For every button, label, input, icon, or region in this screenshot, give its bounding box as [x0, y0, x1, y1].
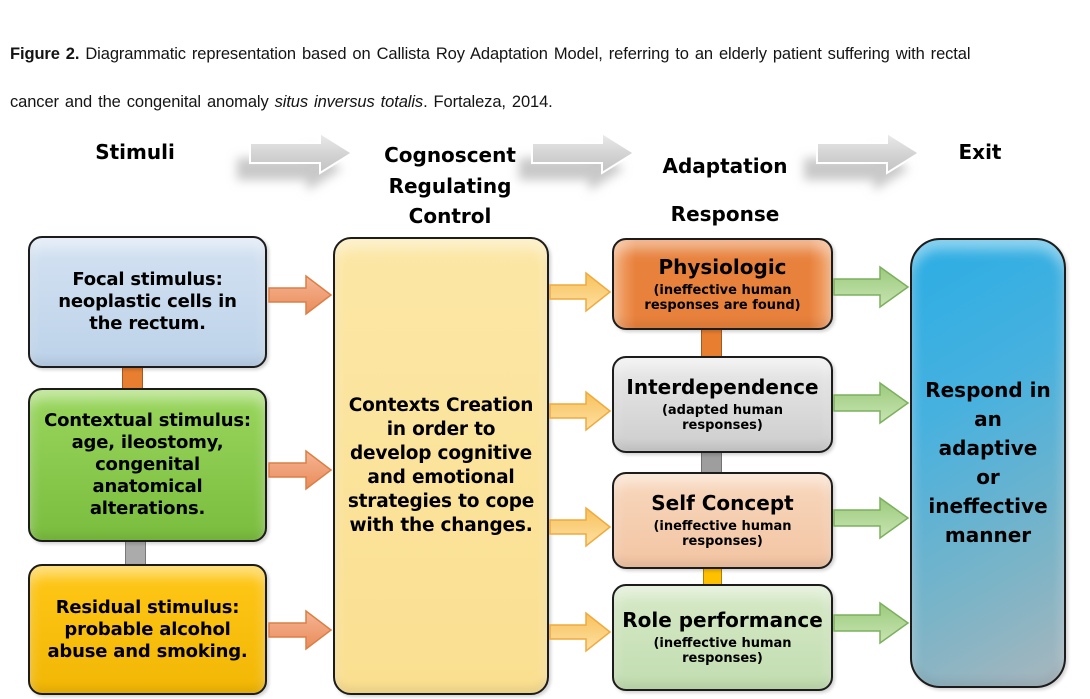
- interdependence-title: Interdependence: [626, 375, 819, 399]
- role-performance-box: Role performance (ineffective human resp…: [612, 584, 833, 691]
- interdependence-subtitle: (adapted human responses): [662, 403, 783, 433]
- role-performance-title: Role performance: [622, 608, 823, 632]
- header-adaptation-response: Adaptation Response: [648, 143, 802, 238]
- interdependence-sub-line1: (adapted human: [661, 403, 784, 418]
- focal-line3: the rectum.: [89, 313, 206, 334]
- figure-caption-text3: . Fortaleza, 2014.: [423, 93, 553, 111]
- focal-line2: neoplastic cells in: [58, 291, 237, 312]
- exit-line6: manner: [944, 523, 1032, 547]
- physiologic-sub-line1: (ineffective human: [653, 282, 792, 298]
- header-exit: Exit: [958, 140, 1002, 164]
- role-performance-sub-line2: responses): [682, 651, 763, 666]
- header-arrow-2-icon: [531, 131, 636, 175]
- self-concept-box: Self Concept (ineffective human response…: [612, 472, 833, 569]
- role-performance-subtitle: (ineffective human responses): [653, 636, 791, 666]
- response-arrow-2-icon: [833, 381, 910, 425]
- residual-line1: Residual stimulus:: [55, 596, 240, 618]
- self-concept-title: Self Concept: [651, 491, 794, 515]
- physiologic-box: Physiologic (ineffective human responses…: [612, 238, 833, 330]
- response-arrow-4-icon: [833, 601, 910, 645]
- figure-caption-line2: cancer and the congenital anomaly situs …: [10, 93, 1085, 112]
- stimulus-arrow-3-icon: [268, 609, 333, 651]
- focal-stimulus-box: Focal stimulus: neoplastic cells in the …: [28, 236, 267, 368]
- physiologic-title: Physiologic: [658, 254, 787, 279]
- figure-caption-line1: Figure 2. Diagrammatic representation ba…: [10, 45, 1085, 64]
- control-line3: develop cognitive: [350, 443, 532, 464]
- control-line2: in order to: [386, 419, 496, 440]
- header-control-line1: Cognoscent: [384, 143, 516, 167]
- self-concept-sub-line2: responses): [682, 534, 763, 549]
- control-arrow-3-icon: [549, 506, 612, 548]
- figure-caption-italic: situs inversus totalis: [274, 93, 424, 111]
- figure-caption-text1: Diagrammatic representation based on Cal…: [79, 45, 971, 63]
- exit-line4: or: [976, 465, 1000, 489]
- header-adaptation-line1: Adaptation: [662, 154, 788, 178]
- contextual-line3: congenital: [95, 454, 200, 475]
- exit-respond-box: Respond in an adaptive or ineffective ma…: [910, 238, 1066, 688]
- physiologic-subtitle: (ineffective human responses are found): [644, 283, 800, 313]
- response-arrow-3-icon: [833, 496, 910, 540]
- contextual-line1: Contextual stimulus:: [44, 410, 251, 431]
- interdependence-box: Interdependence (adapted human responses…: [612, 356, 833, 453]
- control-arrow-1-icon: [549, 271, 612, 313]
- residual-line3: abuse and smoking.: [47, 640, 248, 662]
- header-adaptation-line2: Response: [670, 201, 780, 226]
- contextual-line2: age, ileostomy,: [71, 432, 224, 453]
- control-line4: and emotional: [367, 467, 515, 488]
- header-arrow-1-icon: [249, 131, 354, 175]
- exit-line1: Respond in: [925, 378, 1051, 402]
- header-control-line2: Regulating: [388, 173, 512, 198]
- connector-physiologic-interdependence: [701, 326, 722, 360]
- contexts-creation-box: Contexts Creation in order to develop co…: [333, 237, 549, 695]
- exit-line2: an: [974, 407, 1002, 431]
- role-performance-sub-line1: (ineffective human: [653, 636, 792, 651]
- focal-line1: Focal stimulus:: [72, 269, 223, 290]
- control-arrow-4-icon: [549, 611, 612, 653]
- residual-stimulus-box: Residual stimulus: probable alcohol abus…: [28, 564, 267, 695]
- interdependence-sub-line2: responses): [682, 418, 763, 433]
- control-line6: with the changes.: [349, 515, 533, 536]
- response-arrow-1-icon: [833, 265, 910, 309]
- control-line1: Contexts Creation: [348, 395, 534, 416]
- figure-caption-label: Figure 2.: [10, 45, 80, 63]
- header-stimuli: Stimuli: [95, 140, 175, 164]
- stimulus-arrow-1-icon: [268, 274, 333, 316]
- exit-line3: adaptive: [938, 436, 1038, 460]
- contextual-line4: anatomical: [92, 476, 203, 497]
- stimulus-arrow-2-icon: [268, 449, 333, 491]
- contextual-stimulus-box: Contextual stimulus: age, ileostomy, con…: [28, 388, 267, 542]
- header-control-line3: Control: [408, 204, 492, 228]
- contextual-line5: alterations.: [89, 498, 206, 519]
- physiologic-sub-line2: responses are found): [644, 297, 801, 313]
- control-line5: strategies to cope: [347, 491, 535, 512]
- header-arrow-3-icon: [816, 131, 921, 175]
- residual-line2: probable alcohol: [64, 618, 231, 640]
- exit-line5: ineffective: [928, 494, 1048, 518]
- self-concept-sub-line1: (ineffective human: [653, 519, 792, 534]
- self-concept-subtitle: (ineffective human responses): [653, 519, 791, 549]
- figure-caption-text2: cancer and the congenital anomaly: [10, 93, 275, 111]
- control-arrow-2-icon: [549, 390, 612, 432]
- header-cognoscent-regulating-control: Cognoscent Regulating Control: [368, 140, 532, 232]
